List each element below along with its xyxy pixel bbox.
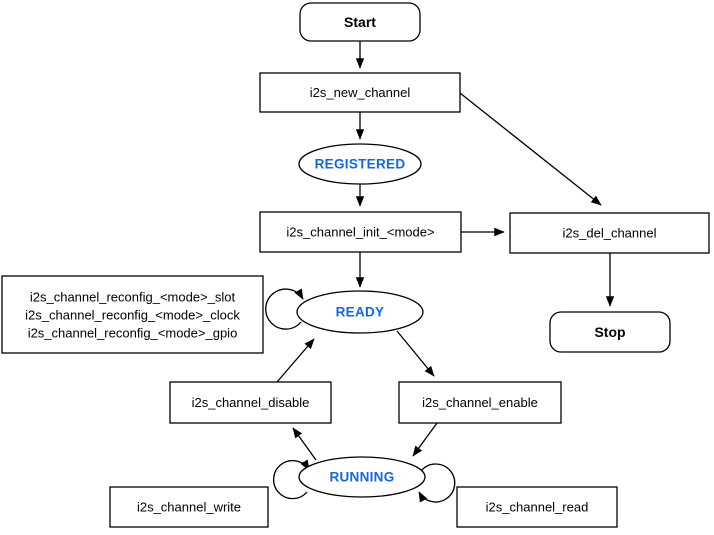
node-del-channel-label: i2s_del_channel [563,226,657,241]
node-channel-enable: i2s_channel_enable [398,381,562,424]
edge-disable-to-ready [276,338,315,383]
state-ready-label: READY [336,305,385,320]
node-del-channel: i2s_del_channel [509,212,710,254]
node-stop: Stop [549,311,671,353]
node-start: Start [299,2,421,42]
running-self-loop-left [272,459,310,500]
node-reconfig-line-2: i2s_channel_reconfig_<mode>_clock [25,308,240,323]
node-new-channel: i2s_new_channel [259,72,461,113]
node-channel-read: i2s_channel_read [456,486,618,528]
node-reconfig-line-3: i2s_channel_reconfig_<mode>_gpio [28,326,238,341]
node-channel-write: i2s_channel_write [109,486,269,528]
running-self-loop-right [418,463,456,503]
node-new-channel-label: i2s_new_channel [310,85,411,100]
state-registered: REGISTERED [298,143,422,185]
node-channel-init: i2s_channel_init_<mode> [259,211,462,253]
node-channel-disable: i2s_channel_disable [169,381,332,424]
node-channel-init-label: i2s_channel_init_<mode> [286,225,434,240]
node-channel-read-label: i2s_channel_read [486,500,589,515]
state-ready: READY [296,290,424,334]
node-reconfig: i2s_channel_reconfig_<mode>_slot i2s_cha… [1,275,264,354]
node-reconfig-line-1: i2s_channel_reconfig_<mode>_slot [30,290,236,305]
edge-new-channel-to-del-channel [459,92,602,206]
edge-running-to-disable [292,427,317,461]
node-stop-label: Stop [594,324,625,340]
edge-ready-to-enable [396,330,435,377]
node-channel-disable-label: i2s_channel_disable [192,395,310,410]
node-channel-enable-label: i2s_channel_enable [422,395,538,410]
ready-self-loop [265,288,304,330]
edge-enable-to-running [412,422,438,457]
state-running-label: RUNNING [329,470,394,485]
state-registered-label: REGISTERED [315,157,406,172]
node-start-label: Start [344,14,376,30]
node-channel-write-label: i2s_channel_write [137,500,241,515]
state-running: RUNNING [298,456,426,498]
